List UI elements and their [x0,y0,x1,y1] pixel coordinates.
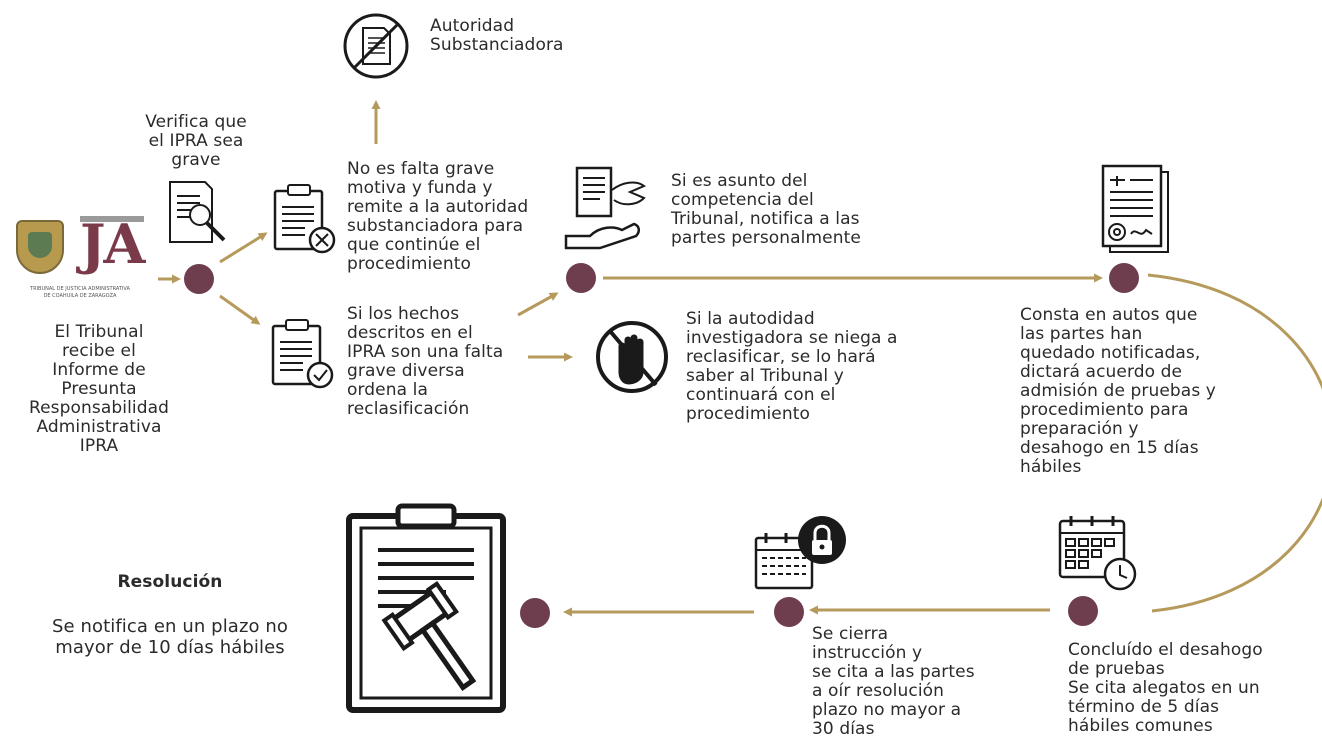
step-consta-autos: Consta en autos que las partes han queda… [1020,305,1216,477]
nodes [184,263,1139,628]
step-no-es-falta-grave: No es falta grave motiva y funda y remit… [347,159,529,274]
clipboard-gavel-icon [346,503,506,713]
node-resolucion [520,598,550,628]
step-verifica: Verifica que el IPRA sea grave [145,112,247,170]
step-asunto-competencia: Si es asunto del competencia del Tribuna… [671,171,861,248]
logo: JA TRIBUNAL DE JUSTICIA ADMINISTRATIVA D… [10,212,150,310]
clipboard-check-icon [271,319,334,389]
resolucion-title: Resolución [117,572,223,592]
node-admision-pruebas [1109,263,1139,293]
node-cierre-instruccion [774,597,804,627]
arrow-verify-up [219,232,268,264]
document-handover-icon [564,166,646,250]
step-autoridad-substanciadora: Autoridad Substanciadora [430,16,564,55]
step-tribunal-recibe: El Tribunal recibe el Informe de Presunt… [28,322,170,456]
connectors [158,100,1322,617]
document-magnifier-icon [169,181,226,243]
coat-of-arms-icon [16,220,64,274]
arc-node3-to-node4 [1147,273,1322,613]
logo-bar [80,216,144,222]
node-alegatos [1068,596,1098,626]
logo-caption: TRIBUNAL DE JUSTICIA ADMINISTRATIVA DE C… [30,286,130,299]
prohibited-document-icon [343,13,409,79]
step-reclasificacion: Si los hechos descritos en el IPRA son u… [347,304,504,419]
arrow-verify-down [219,294,261,325]
resolucion-text: Se notifica en un plazo no mayor de 10 d… [51,616,289,658]
node-notificacion [566,263,596,293]
clipboard-cross-icon [273,184,336,254]
node-recepcion [184,264,214,294]
step-se-niega: Si la autodidad investigadora se niega a… [686,309,898,424]
stop-hand-prohibited-icon [596,321,668,393]
calendar-clock-icon [1058,516,1137,591]
step-cierra-instruccion: Se cierra instrucción y se cita a las pa… [812,624,975,739]
calendar-lock-icon [754,516,846,590]
step-concluido-desahogo: Concluído el desahogo de pruebas Se cita… [1068,640,1263,736]
logo-letters: JA [80,212,145,276]
arrow-reclasif-up [517,292,559,317]
legal-document-seal-icon [1101,164,1169,253]
